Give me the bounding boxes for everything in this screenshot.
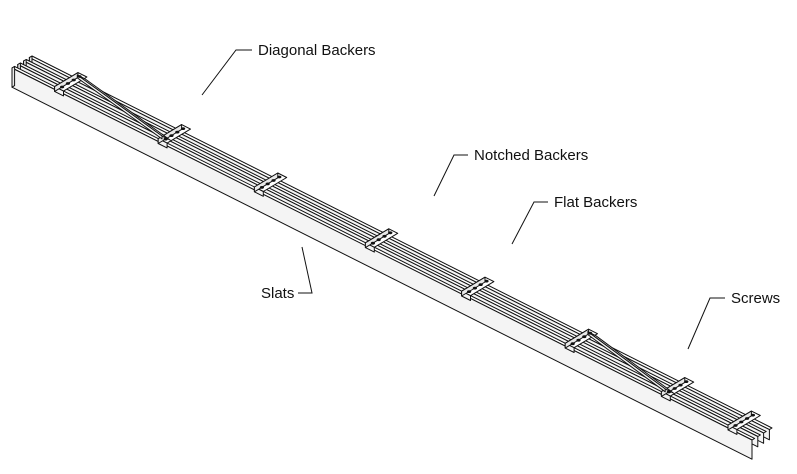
screw-head xyxy=(60,85,65,89)
screw-head xyxy=(169,134,174,138)
slat-1-side xyxy=(11,67,753,460)
callout-diagonal-backers: Diagonal Backers xyxy=(201,42,376,96)
slat-1-top xyxy=(11,65,756,441)
screw-head xyxy=(271,179,276,182)
leader-line xyxy=(511,201,548,245)
callout-notched-backers: Notched Backers xyxy=(433,147,588,197)
label-notched-backers: Notched Backers xyxy=(474,147,588,164)
screw-head xyxy=(163,137,168,141)
callout-flat-backers: Flat Backers xyxy=(511,194,637,245)
screw-head xyxy=(472,286,477,290)
slat-1-end xyxy=(11,65,16,88)
screw-head xyxy=(388,231,393,235)
screw-head xyxy=(484,279,489,283)
diagonal-backer-2-side xyxy=(587,331,666,393)
screw-head xyxy=(259,186,264,189)
screw-head xyxy=(588,331,593,335)
screw-head xyxy=(582,335,587,339)
screw-head xyxy=(745,417,750,420)
screw-head xyxy=(478,283,483,286)
screw-head xyxy=(684,380,689,383)
slat-2-top xyxy=(17,62,761,437)
screw-head xyxy=(265,182,270,186)
screw-head xyxy=(71,78,76,82)
assembly-drawing xyxy=(11,55,773,460)
screw-head xyxy=(175,130,180,134)
leader-line xyxy=(687,297,725,350)
screw-head xyxy=(467,290,472,293)
screw-head xyxy=(376,238,381,242)
screw-head xyxy=(77,75,82,78)
label-screws: Screws xyxy=(731,290,780,307)
callout-slats: Slats xyxy=(261,246,313,302)
screw-head xyxy=(570,342,575,346)
screw-head xyxy=(65,82,70,85)
screw-head xyxy=(382,234,387,238)
screw-head xyxy=(750,413,756,417)
screw-head xyxy=(739,420,744,424)
label-diagonal-backers: Diagonal Backers xyxy=(258,42,376,59)
screw-head xyxy=(370,241,375,245)
leader-line xyxy=(433,154,468,197)
screw-head xyxy=(672,387,677,390)
leader-line xyxy=(201,49,252,96)
slat-4-top xyxy=(28,55,773,431)
screw-head xyxy=(666,390,672,394)
label-slats: Slats xyxy=(261,285,294,302)
diagonal-backer-1-side xyxy=(76,74,163,140)
leader-line xyxy=(298,246,313,294)
screw-head xyxy=(277,175,282,179)
slat-1 xyxy=(11,65,756,460)
screw-head xyxy=(181,127,186,130)
label-flat-backers: Flat Backers xyxy=(554,194,637,211)
screw-head xyxy=(678,383,683,387)
screw-head xyxy=(733,424,738,427)
screw-head xyxy=(576,338,581,342)
callout-screws: Screws xyxy=(687,290,780,350)
